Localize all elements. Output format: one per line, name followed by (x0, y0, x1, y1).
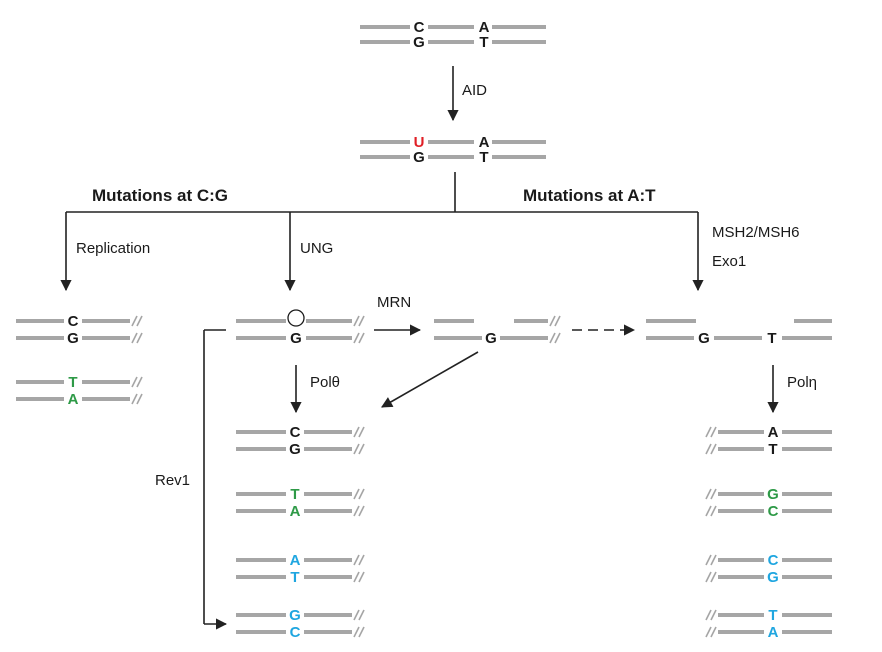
base-start-t: T (479, 34, 488, 51)
label-poltheta: Polθ (310, 374, 340, 391)
base-pe3-bottom: G (767, 569, 779, 586)
replication-duplex-ta: T A (16, 374, 143, 408)
base-start-c: C (414, 19, 425, 36)
base-rep2-top: T (68, 374, 77, 391)
poltheta-result-at: A T (236, 552, 365, 586)
base-pe4-top: T (768, 607, 777, 624)
base-deam-g: G (413, 149, 425, 166)
header-mutations-at: Mutations at A:T (523, 186, 656, 205)
label-msh2-msh6: MSH2/MSH6 (712, 224, 800, 241)
base-pt3-bottom: T (290, 569, 299, 586)
base-resected-t: T (767, 330, 776, 347)
base-pt2-bottom: A (290, 503, 301, 520)
label-exo1: Exo1 (712, 253, 746, 270)
base-mrn-g: G (485, 330, 497, 347)
duplex-start: C G A T (360, 19, 546, 51)
label-ung: UNG (300, 240, 333, 257)
base-pt4-top: G (289, 607, 301, 624)
duplex-abasic-site: G (236, 309, 365, 347)
base-start-g: G (413, 34, 425, 51)
abasic-site-circle (287, 309, 305, 327)
base-deam-t: T (479, 149, 488, 166)
header-mutations-cg: Mutations at C:G (92, 186, 228, 205)
duplex-resected: G T (646, 319, 832, 347)
base-pt1-bottom: G (289, 441, 301, 458)
label-rev1: Rev1 (155, 472, 190, 489)
base-pe4-bottom: A (768, 624, 779, 641)
base-rep1-top: C (68, 313, 79, 330)
poleta-result-gc: G C (705, 486, 832, 520)
base-pt1-top: C (290, 424, 301, 441)
base-rep2-bottom: A (68, 391, 79, 408)
poleta-result-at: A T (705, 424, 832, 458)
base-pe3-top: C (768, 552, 779, 569)
duplex-mrn-gap: G (434, 315, 561, 347)
poltheta-result-ta: T A (236, 486, 365, 520)
poleta-result-ta: T A (705, 607, 832, 641)
base-pe2-bottom: C (768, 503, 779, 520)
label-mrn: MRN (377, 294, 411, 311)
replication-duplex-cg: C G (16, 313, 143, 347)
base-pe2-top: G (767, 486, 779, 503)
base-start-a: A (479, 19, 490, 36)
base-rep1-bottom: G (67, 330, 79, 347)
label-poleta: Polη (787, 374, 817, 391)
poltheta-result-cg: C G (236, 424, 365, 458)
poleta-result-cg: C G (705, 552, 832, 586)
base-pt4-bottom: C (290, 624, 301, 641)
base-pe1-top: A (768, 424, 779, 441)
base-pt2-top: T (290, 486, 299, 503)
base-abasic-g: G (290, 330, 302, 347)
label-aid: AID (462, 82, 487, 99)
label-replication: Replication (76, 240, 150, 257)
poltheta-result-gc: G C (236, 607, 365, 641)
base-pe1-bottom: T (768, 441, 777, 458)
base-resected-g: G (698, 330, 710, 347)
arrow-mrn-to-poltheta (381, 351, 479, 408)
branch-tree (60, 172, 704, 292)
duplex-deaminated: U G A T (360, 134, 546, 166)
rev1-bracket (203, 329, 228, 630)
base-pt3-top: A (290, 552, 301, 569)
base-deam-a: A (479, 134, 490, 151)
base-uracil: U (414, 134, 425, 151)
